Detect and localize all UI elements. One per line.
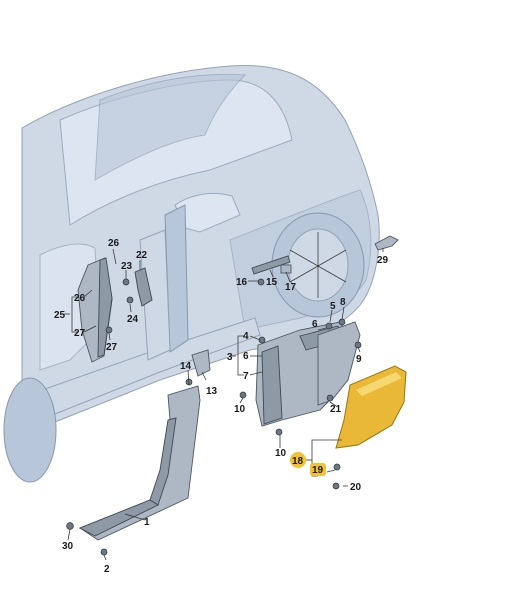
callout-19: 19 xyxy=(312,465,324,476)
callout-6: 6 xyxy=(243,351,249,362)
callout-9: 9 xyxy=(356,354,362,365)
callout-16: 16 xyxy=(236,277,248,288)
callout-24: 24 xyxy=(127,314,139,325)
callout-29: 29 xyxy=(377,255,389,266)
callout-7: 7 xyxy=(243,371,249,382)
callout-5: 5 xyxy=(330,301,336,312)
callout-labels: 1 2 3 4 6 7 5 6 8 9 10 10 13 14 15 16 17… xyxy=(54,238,389,575)
callout-17: 17 xyxy=(285,282,297,293)
rear-wheel-spokes xyxy=(289,232,347,298)
callout-1: 1 xyxy=(144,517,150,528)
part-15-strip xyxy=(251,255,291,275)
callout-15: 15 xyxy=(266,277,278,288)
callout-10b: 10 xyxy=(275,448,287,459)
callout-27: 27 xyxy=(74,328,86,339)
callout-18: 18 xyxy=(292,456,304,467)
part-22-bracket xyxy=(134,267,153,307)
callout-2: 2 xyxy=(104,564,110,575)
callout-10: 10 xyxy=(234,404,246,415)
callout-6b: 6 xyxy=(312,319,318,330)
callout-26: 26 xyxy=(108,238,120,249)
car-body xyxy=(3,64,380,483)
callout-20: 20 xyxy=(350,482,362,493)
callout-18-highlight xyxy=(290,452,306,468)
callout-23: 23 xyxy=(121,261,133,272)
callout-26b: 26 xyxy=(74,293,86,304)
callout-25: 25 xyxy=(54,310,66,321)
part-29-trim-clip xyxy=(374,235,399,251)
callout-22: 22 xyxy=(136,250,148,261)
part-1-sill-trim xyxy=(79,385,201,541)
callout-8: 8 xyxy=(340,297,346,308)
callout-4: 4 xyxy=(243,331,249,342)
part-7-cover xyxy=(317,321,361,406)
part-13-bracket xyxy=(191,349,211,377)
callout-3: 3 xyxy=(227,352,233,363)
callout-30: 30 xyxy=(62,541,74,552)
callout-27b: 27 xyxy=(106,342,118,353)
fasteners xyxy=(66,278,362,556)
callout-21: 21 xyxy=(330,404,342,415)
part-17-clip xyxy=(280,264,292,274)
part-18-side-panel-highlighted xyxy=(335,365,407,449)
callout-13: 13 xyxy=(206,386,218,397)
callout-19-highlight xyxy=(310,463,326,476)
callout-14: 14 xyxy=(180,361,192,372)
